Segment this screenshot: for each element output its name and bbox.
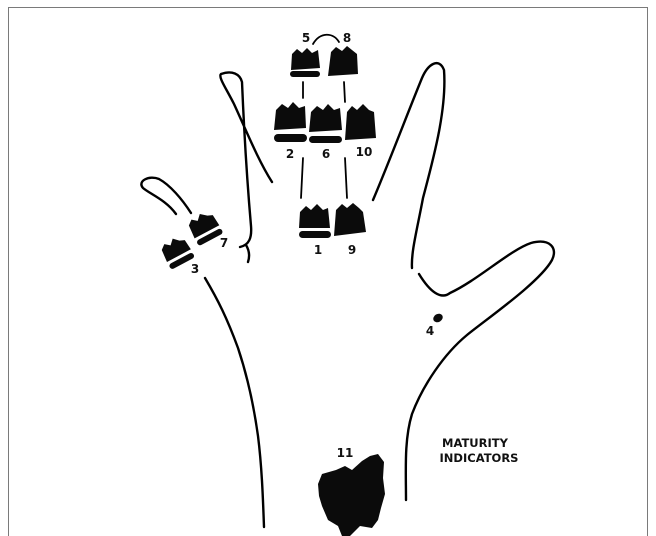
indicator-label-2: 2 (286, 147, 294, 161)
bone-5-cap (290, 71, 320, 77)
indicator-label-3: 3 (191, 262, 199, 276)
connector-2-1 (301, 158, 303, 198)
diagram-caption: MATURITY INDICATORS (440, 436, 519, 465)
bone-1-cap (299, 231, 331, 238)
bone-1 (299, 204, 330, 228)
palm-left-outline (205, 278, 264, 527)
bone-6 (309, 104, 342, 132)
bone-10 (345, 104, 376, 140)
indicator-label-1: 1 (314, 243, 322, 257)
ring-finger-base-outline (246, 245, 249, 262)
bone-2 (274, 102, 306, 130)
ring-finger-outline (220, 72, 272, 247)
indicator-label-8: 8 (343, 31, 351, 45)
connector-10-9 (345, 158, 347, 198)
caption-line-2: INDICATORS (440, 451, 519, 465)
index-finger-outline (373, 63, 444, 268)
indicator-label-4: 4 (426, 324, 434, 338)
indicator-label-11: 11 (337, 446, 354, 460)
indicator-label-6: 6 (322, 147, 330, 161)
indicator-label-5: 5 (302, 31, 310, 45)
indicator-label-7: 7 (220, 236, 228, 250)
connector-5-8 (313, 35, 339, 44)
bone-4 (432, 312, 445, 324)
indicator-label-9: 9 (348, 243, 356, 257)
bone-6-cap (309, 136, 342, 143)
little-finger-outline (141, 178, 191, 214)
bone-9 (334, 203, 366, 236)
indicator-label-10: 10 (356, 145, 373, 159)
caption-line-1: MATURITY (442, 436, 509, 450)
bone-3 (159, 233, 196, 270)
bone-5 (291, 48, 320, 70)
bone-shapes (159, 46, 445, 536)
bone-8 (328, 46, 358, 76)
indicator-labels: 5 8 2 6 10 1 9 7 3 4 11 (191, 31, 434, 460)
bone-11 (318, 454, 385, 536)
bone-2-cap (274, 134, 307, 142)
connector-8-10 (344, 82, 345, 102)
